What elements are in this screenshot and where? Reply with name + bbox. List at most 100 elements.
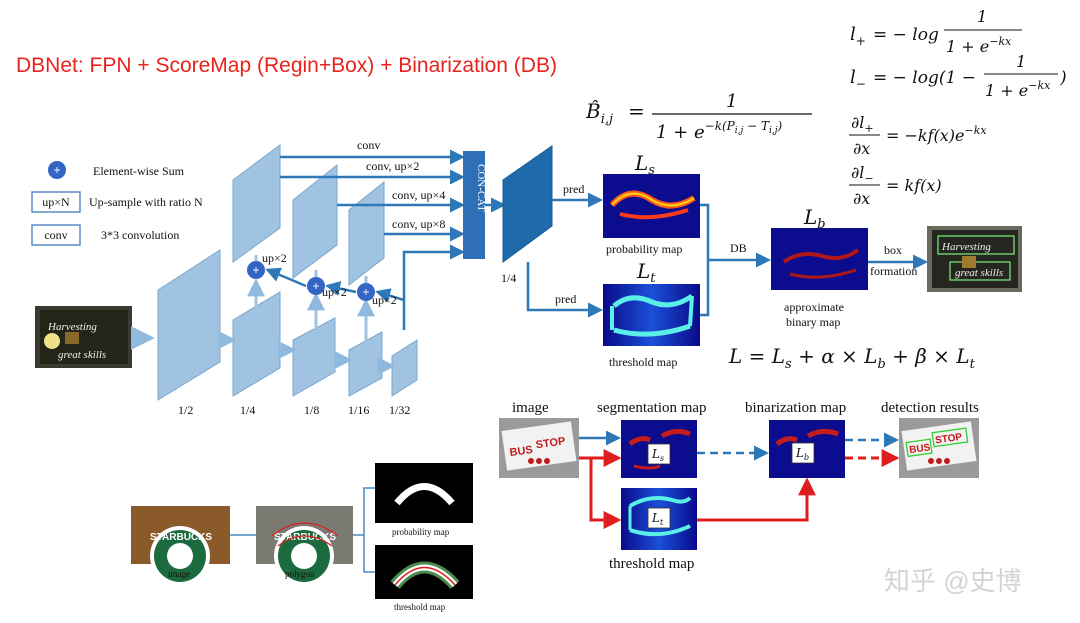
svg-text:STARBUCKS: STARBUCKS <box>274 532 336 543</box>
input-image: Harvesting great skills <box>35 306 132 368</box>
label-image: STARBUCKS <box>131 506 230 586</box>
output-image-text: Harvesting <box>941 241 991 253</box>
feature-scale-label: 1/4 <box>501 271 516 285</box>
threshold-map <box>603 284 700 346</box>
legend-upsample-box <box>31 191 81 213</box>
svg-text:B̂i,j: B̂i,j <box>585 99 613 127</box>
pipeline: image segmentation map binarization map … <box>499 400 979 572</box>
pipeline-segmentation-map: Ls <box>621 420 697 478</box>
equation-loss: L = Ls + α × Lb + β × Lt <box>728 344 976 372</box>
legend-sum-label: Element-wise Sum <box>93 164 185 178</box>
pred-label-top: pred <box>563 182 584 196</box>
svg-text:L = Ls + α × Lb + β × Lt: L = Ls + α × Lb + β × Lt <box>728 344 976 372</box>
sum-nodes: + + + <box>247 261 375 301</box>
approx-binary-map <box>771 228 868 290</box>
pipeline-detection-label: detection results <box>881 400 979 416</box>
conv-label-3: conv, up×4 <box>392 188 445 202</box>
fpn-block-1-16 <box>348 180 385 287</box>
concat-box <box>463 151 485 259</box>
label-image-caption: image <box>168 569 190 579</box>
ls-label: Ls <box>634 151 655 178</box>
scale-label-1-4: 1/4 <box>240 403 255 417</box>
sum-node-3 <box>357 283 375 301</box>
backbone-block-1-32 <box>391 339 418 397</box>
legend-conv-box <box>31 224 81 246</box>
sum-icon <box>48 161 66 179</box>
conv-label-1: conv <box>357 138 380 152</box>
label-probability-map <box>375 463 473 523</box>
fpn-top-down <box>232 144 385 350</box>
equation-bhat: B̂i,j = 1 1 + e−k(Pi,j − Ti,j) <box>585 91 812 143</box>
svg-text:STOP: STOP <box>934 432 963 447</box>
label-probability-caption: probability map <box>392 527 450 537</box>
pipeline-detection-image: BUS STOP <box>899 418 979 478</box>
equation-dlplus: ∂l+ ∂x = −kf(x)e−kx <box>849 113 987 158</box>
pipeline-lt-label: Lt <box>651 511 664 527</box>
pipeline-arrow-red-up <box>697 477 816 522</box>
svg-text:STARBUCKS: STARBUCKS <box>150 532 212 543</box>
svg-text:∂x: ∂x <box>853 189 870 208</box>
legend-conv-label: 3*3 convolution <box>101 228 179 242</box>
scale-label-1-8: 1/8 <box>304 403 319 417</box>
up-label-2: up×2 <box>322 285 347 299</box>
db-label: DB <box>730 241 747 255</box>
svg-text:= − log(1 −: = − log(1 − <box>873 68 976 88</box>
equation-dlminus: ∂l− ∂x = kf(x) <box>849 163 942 208</box>
equation-lplus: l+ = − log 1 1 + e−kx <box>850 7 1022 56</box>
sum-node-2-glyph: + <box>312 279 319 293</box>
approx-label-1: approximate <box>784 300 844 314</box>
backbone-block-1-4 <box>232 291 281 397</box>
prob-map-label: probability map <box>606 242 682 256</box>
up-label-3: up×2 <box>372 293 397 307</box>
legend-upsample-box-text: up×N <box>42 195 70 209</box>
output-image: Harvesting great skills <box>927 226 1022 292</box>
threshold-map-label: threshold map <box>609 355 677 369</box>
conv-label-2: conv, up×2 <box>366 159 419 173</box>
probability-map <box>603 174 700 238</box>
lb-label: Lb <box>803 205 826 232</box>
svg-text:∂x: ∂x <box>853 139 870 158</box>
svg-text:): ) <box>1059 68 1067 88</box>
pipeline-input-image: BUS STOP <box>499 418 579 478</box>
svg-text:∂l+: ∂l+ <box>851 113 874 135</box>
svg-text:STOP: STOP <box>535 435 566 451</box>
label-generation: STARBUCKS image STARBUCKS polygon probab… <box>131 463 473 612</box>
box-label-1: box <box>884 243 902 257</box>
sum-node-2 <box>307 277 325 295</box>
svg-text:BUS: BUS <box>509 444 534 459</box>
approx-label-2: binary map <box>786 315 840 329</box>
svg-text:∂l−: ∂l− <box>851 163 874 185</box>
svg-text:BUS: BUS <box>909 442 932 456</box>
fpn-block-1-4 <box>232 144 281 263</box>
scale-labels: 1/2 1/4 1/8 1/16 1/32 <box>178 403 410 417</box>
fused-feature-block <box>502 145 553 263</box>
svg-text:= − log: = − log <box>873 25 939 45</box>
svg-text:=: = <box>628 99 645 123</box>
scale-label-1-2: 1/2 <box>178 403 193 417</box>
svg-text:l+: l+ <box>850 24 866 48</box>
concat-label: CON-CAT <box>475 164 487 212</box>
input-image-text-2: great skills <box>58 349 106 361</box>
label-threshold-map <box>375 545 473 599</box>
svg-text:1: 1 <box>1016 52 1026 71</box>
output-image-text-2: great skills <box>955 267 1003 279</box>
backbone-block-1-8 <box>292 317 336 397</box>
sum-icon-glyph: + <box>53 163 60 177</box>
lt-label: Lt <box>636 259 656 286</box>
legend: + Element-wise Sum up×N Up-sample with r… <box>31 161 203 246</box>
pipeline-threshold-label: threshold map <box>609 556 694 572</box>
label-threshold-caption: threshold map <box>394 602 446 612</box>
scale-label-1-16: 1/16 <box>348 403 369 417</box>
svg-text:= kf(x): = kf(x) <box>886 176 942 195</box>
sum-node-3-glyph: + <box>362 285 369 299</box>
svg-text:1: 1 <box>726 91 737 112</box>
sum-node-1 <box>247 261 265 279</box>
svg-text:l−: l− <box>850 67 866 91</box>
pipeline-ls-label: Ls <box>651 447 664 463</box>
conv-label-4: conv, up×8 <box>392 217 445 231</box>
fpn-block-1-8 <box>292 163 338 279</box>
scale-label-1-32: 1/32 <box>389 403 410 417</box>
up-label-1: up×2 <box>262 251 287 265</box>
svg-text:1 + e−kx: 1 + e−kx <box>946 35 1012 56</box>
